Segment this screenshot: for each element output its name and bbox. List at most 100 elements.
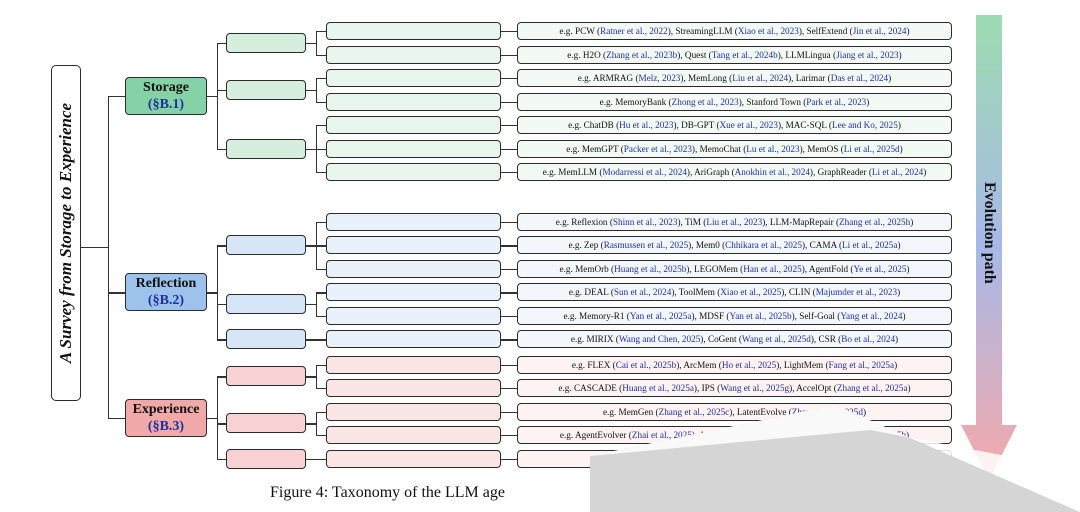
- category-bracket: [217, 42, 219, 149]
- example-text: ), MDSF (: [691, 310, 730, 321]
- example-box: e.g. H2O (Zhang et al., 2023b), Quest (T…: [517, 45, 952, 64]
- sub-node-explicit: [226, 366, 306, 387]
- example-text: ): [898, 49, 902, 60]
- example-box: e.g. ARMRAG (Melz, 2023), MemLong (Liu e…: [517, 69, 952, 87]
- example-text: e.g. FLEX (: [571, 359, 616, 370]
- root-bracket: [108, 95, 110, 418]
- leaf-connector: [316, 364, 326, 366]
- leaf-connector: [316, 172, 326, 174]
- category-link: [108, 95, 125, 97]
- example-text: e.g. DEAL (: [568, 287, 614, 298]
- citation-text: Zhang et al., 2023b: [606, 49, 678, 60]
- example-text: e.g. Zep (: [568, 240, 604, 251]
- leaf-node-parameter-internalization: [326, 426, 501, 445]
- example-text: ), TiM (: [677, 216, 707, 227]
- example-box: e.g. Zep (Rasmussen et al., 2025), Mem0 …: [517, 236, 952, 255]
- figure-caption: Figure 4: Taxonomy of the LLM age: [270, 484, 505, 501]
- citation-text: Sun et al., 2024: [613, 287, 672, 298]
- leaf-node-latent-modulation: [326, 402, 501, 421]
- leaf-node-heuristic-guidelines: [326, 355, 501, 374]
- example-box: e.g. MemGPT (Packer et al., 2023), MemoC…: [517, 139, 952, 158]
- citation-text: Wang et al., 2025d: [741, 334, 811, 345]
- category-connector: [207, 292, 217, 294]
- category-bracket: [217, 376, 219, 459]
- example-text: ): [897, 287, 901, 298]
- example-box: e.g. DEAL (Sun et al., 2024), ToolMem (X…: [517, 283, 952, 302]
- example-box: e.g. Reflexion (Shinn et al., 2023), TiM…: [517, 212, 952, 231]
- citation-text: Ho et al., 2025: [721, 359, 777, 370]
- example-text: e.g. AgentEvolver (: [559, 430, 632, 441]
- sub-connector: [306, 339, 316, 341]
- citation-text: Hu et al., 2023: [619, 120, 674, 130]
- leaf-connector: [316, 221, 326, 224]
- leaf-node-knowledge-compression: [326, 259, 501, 278]
- evolution-path-label: Evolution path: [981, 182, 998, 284]
- leaf-node-procedural-primitives: [326, 379, 501, 398]
- leaf-example-connector: [501, 78, 517, 80]
- sub-node-structured: [226, 138, 306, 159]
- citation-text: Yan et al., 2025b: [729, 310, 792, 321]
- citation-text: Liu et al., 2024: [732, 73, 789, 83]
- example-text: ), MemLong (: [680, 73, 733, 83]
- sub-node-implicit: [226, 413, 306, 434]
- sub-node-environment: [226, 294, 306, 315]
- example-text: ), AccelOpt (: [789, 383, 837, 394]
- category-name: Reflection: [135, 276, 197, 292]
- sub-connector: [306, 423, 316, 425]
- example-text: ): [906, 26, 910, 36]
- leaf-example-connector: [501, 221, 517, 224]
- leaf-node-tabular-database: [326, 116, 501, 134]
- citation-text: Chhikara et al., 2025: [725, 240, 802, 251]
- leaf-node-experience-transfer: [326, 449, 501, 468]
- citation-text: Lu et al., 2023: [746, 143, 800, 154]
- leaf-connector: [316, 435, 326, 437]
- citation-text: Liu et al., 2023: [706, 216, 763, 227]
- citation-text: Wang et al., 2025g: [720, 383, 790, 394]
- example-text: ), SelfExtend (: [798, 26, 853, 36]
- sub-node-vector: [226, 79, 306, 100]
- leaf-node-weighted-retrieval: [326, 92, 501, 111]
- example-text: e.g. MemoryBank (: [599, 96, 672, 107]
- example-text: ): [866, 96, 870, 107]
- leaf-example-connector: [501, 388, 517, 390]
- citation-text: Melz, 2023: [638, 73, 681, 83]
- citation-text: Huang et al., 2025a: [622, 383, 694, 394]
- leaf-example-connector: [501, 101, 517, 103]
- sub-link: [217, 148, 226, 150]
- sub-connector: [306, 304, 316, 306]
- leaf-connector: [316, 148, 326, 150]
- example-text: ), CAMA (: [801, 240, 843, 251]
- leaf-connector: [316, 388, 326, 390]
- example-text: ), GraphReader (: [809, 167, 872, 177]
- leaf-node-decision-optimization: [326, 306, 501, 325]
- citation-text: Zhai et al., 2025: [631, 430, 692, 441]
- example-text: e.g. MIRIX (: [570, 334, 619, 345]
- example-text: ): [910, 216, 914, 227]
- category-link: [108, 292, 125, 294]
- example-text: ): [923, 167, 927, 177]
- leaf-example-connector: [501, 31, 517, 33]
- example-text: ): [894, 359, 898, 370]
- example-text: ), LatentEvolve (: [729, 406, 792, 417]
- example-text: ): [906, 263, 910, 274]
- example-box: e.g. MemOrb (Huang et al., 2025b), LEGOM…: [517, 259, 952, 278]
- leaf-example-connector: [501, 292, 517, 294]
- example-text: ), Larimar (: [788, 73, 831, 83]
- citation-text: Shinn et al., 2023: [612, 216, 678, 227]
- sub-link: [217, 245, 226, 247]
- sub-connector: [306, 458, 316, 460]
- citation-text: Das et al., 2024: [830, 73, 889, 83]
- category-node-storage: Storage(§B.1): [125, 76, 207, 115]
- sub-connector: [306, 148, 316, 150]
- sub-bracket: [316, 31, 318, 55]
- example-text: ): [897, 120, 901, 130]
- leaf-node-information-sparsification: [326, 45, 501, 64]
- citation-text: Lee and Ko, 2025: [832, 120, 898, 130]
- example-text: ), Mem0 (: [688, 240, 726, 251]
- example-box: e.g. Memory-R1 (Yan et al., 2025a), MDSF…: [517, 306, 952, 325]
- citation-text: Li et al., 2024: [871, 167, 924, 177]
- leaf-node-environment-modeling: [326, 283, 501, 302]
- leaf-connector: [316, 78, 326, 80]
- citation-text: Li et al., 2025d: [843, 143, 900, 154]
- leaf-example-connector: [501, 458, 517, 460]
